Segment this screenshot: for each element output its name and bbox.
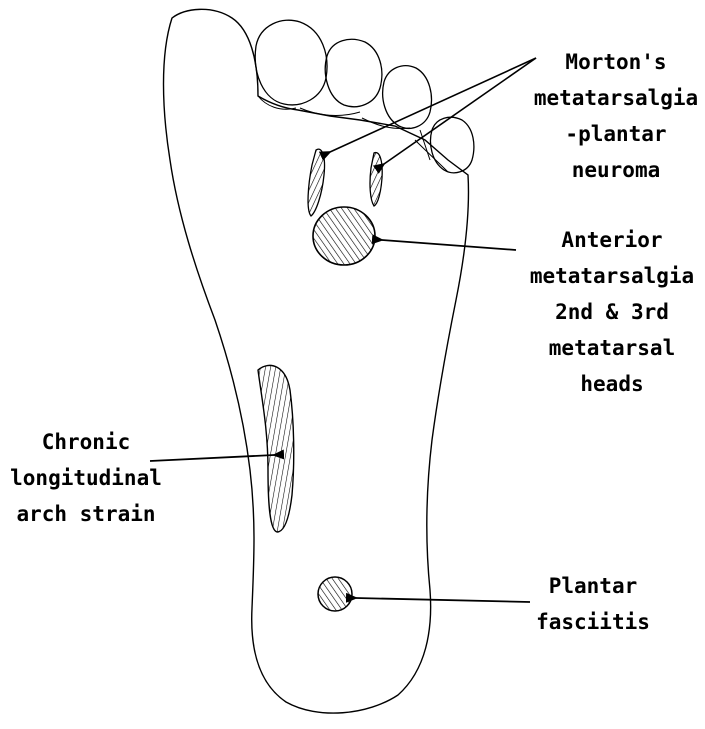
neuroma-lesion-right: [370, 153, 382, 206]
arch-strain-lesion: [258, 365, 294, 532]
label-line: fasciitis: [528, 604, 658, 640]
label-line: Anterior: [522, 222, 702, 258]
label-chronic-arch-strain: Chronic longitudinal arch strain: [2, 424, 170, 532]
label-line: metatarsalgia: [522, 258, 702, 294]
toe-2: [255, 20, 327, 105]
arrow-morton-left: [330, 58, 536, 152]
neuroma-lesion-left: [308, 149, 324, 216]
toe-3: [325, 39, 382, 106]
metatarsal-heads-lesion: [313, 207, 375, 265]
label-line: -plantar: [528, 116, 704, 152]
label-anterior-metatarsalgia: Anterior metatarsalgia 2nd & 3rd metatar…: [522, 222, 702, 402]
foot-outline: [164, 9, 469, 713]
label-line: heads: [522, 366, 702, 402]
toe-crease-2: [300, 108, 360, 115]
label-line: longitudinal: [2, 460, 170, 496]
label-line: Plantar: [528, 568, 658, 604]
toe-crease-1: [258, 96, 296, 109]
arrow-morton-right: [384, 58, 536, 164]
label-mortons-neuroma: Morton's metatarsalgia -plantar neuroma: [528, 44, 704, 188]
toe-5: [431, 117, 474, 173]
arrow-plantar: [356, 598, 530, 602]
label-line: metatarsalgia: [528, 80, 704, 116]
toe-4: [383, 66, 432, 129]
label-line: Morton's: [528, 44, 704, 80]
label-line: 2nd & 3rd: [522, 294, 702, 330]
arrow-anterior: [382, 240, 516, 250]
label-line: metatarsal: [522, 330, 702, 366]
label-plantar-fasciitis: Plantar fasciitis: [528, 568, 658, 640]
label-line: Chronic: [2, 424, 170, 460]
label-line: arch strain: [2, 496, 170, 532]
label-line: neuroma: [528, 152, 704, 188]
heel-lesion: [318, 577, 352, 611]
